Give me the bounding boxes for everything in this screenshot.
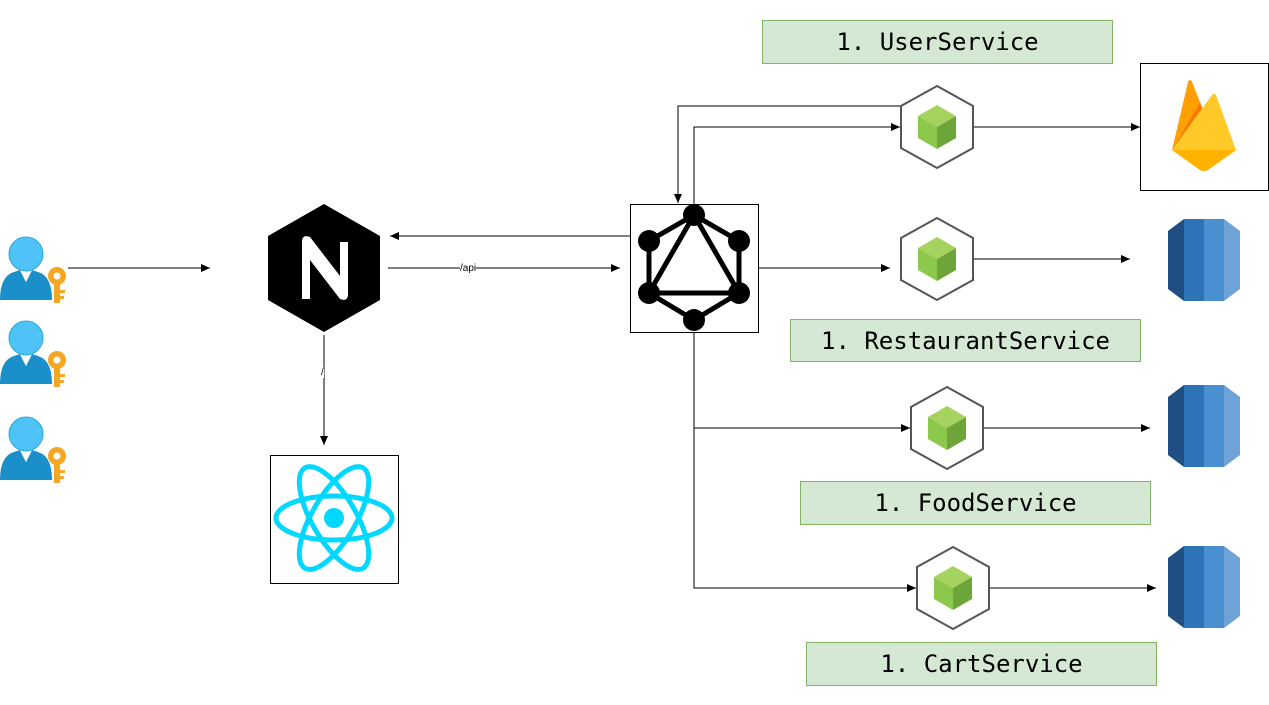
edge-label-root: / [321,367,324,378]
connectors [68,105,1156,592]
service-label-restaurant: 1. RestaurantService [790,319,1141,362]
aws-rds-icon [1168,546,1240,628]
aws-rds-icon [1168,385,1240,467]
nodejs-icon [916,546,990,630]
nodejs-icon [910,386,984,470]
service-label-food: 1. FoodService [800,481,1151,525]
edge-graphql-to-userservice [693,123,900,205]
user-key-icon [0,236,67,304]
nodejs-icon [900,85,974,169]
react-icon [270,455,399,584]
service-label-cart: 1. CartService [806,642,1157,686]
firebase-icon [1140,63,1269,191]
edge-userservice-to-graphql [674,105,900,203]
edge-label-api: /api [460,263,477,274]
nodejs-icon [900,217,974,301]
user-key-icon [0,320,67,388]
aws-rds-icon [1168,219,1240,301]
graphql-icon [630,204,759,333]
user-key-icon [0,416,67,484]
edge-graphql-to-cartservice [693,428,916,592]
service-label-user: 1. UserService [762,20,1113,64]
nginx-icon [268,204,380,332]
